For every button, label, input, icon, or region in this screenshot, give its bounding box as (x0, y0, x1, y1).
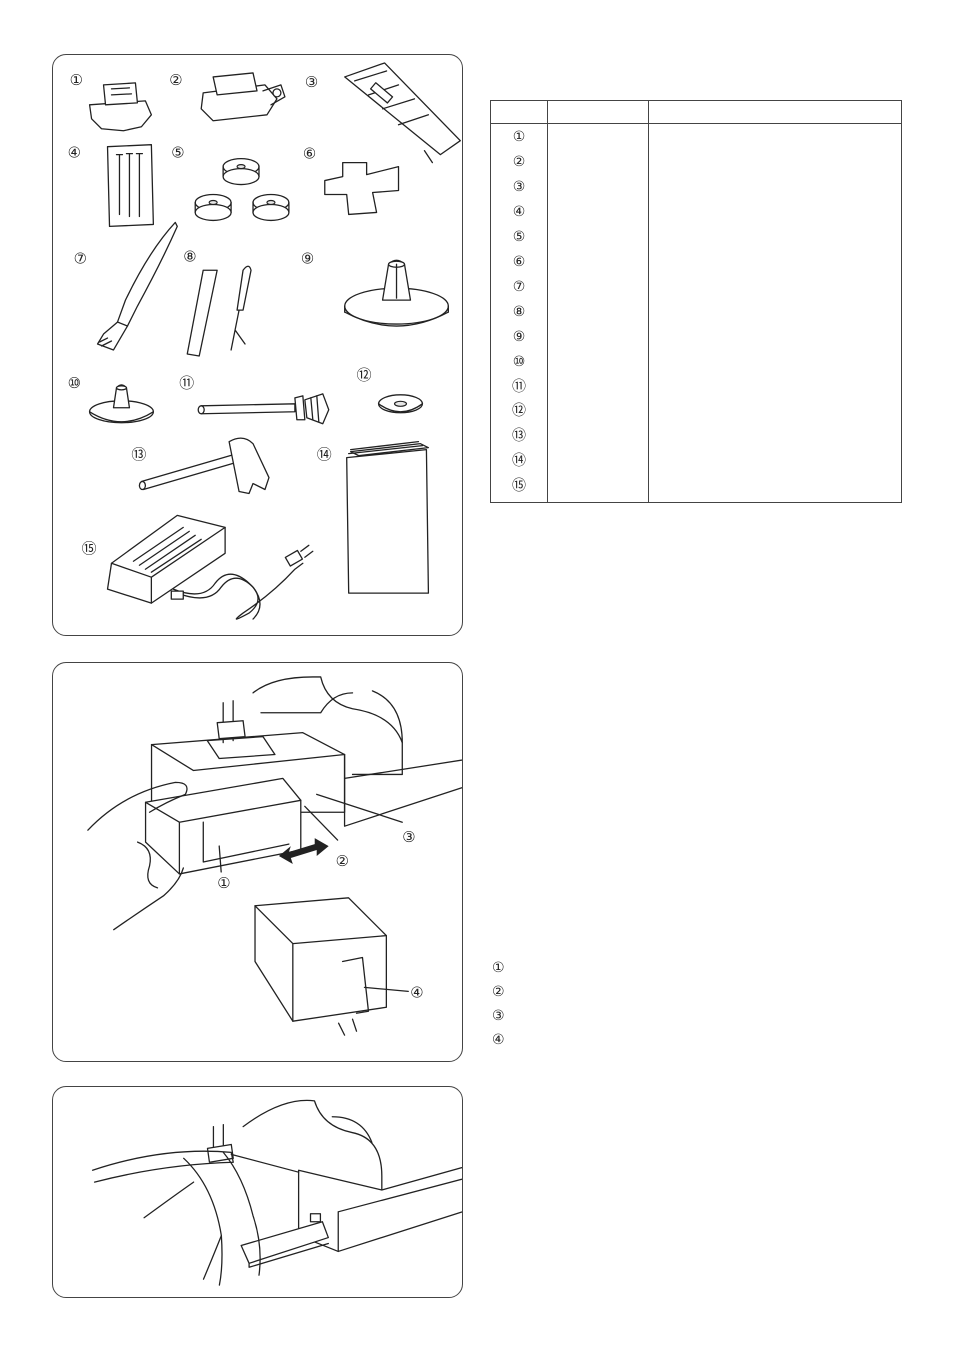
table-header-divider (491, 123, 901, 124)
direction-arrow-icon (278, 838, 329, 864)
free-arm-machine-drawing (206, 1099, 462, 1268)
spool-pin-drawing (197, 393, 330, 425)
accessory-label-4: ④ (68, 144, 81, 162)
callout-label-4: ④ (410, 983, 423, 1001)
accessories-table: ① ② ③ ④ ⑤ ⑥ ⑦ ⑧ ⑨ ⑩ ⑪ ⑫ ⑬ ⑭ ⑮ (490, 100, 902, 503)
free-arm-illustration (91, 1099, 462, 1286)
table-row-number: ⑥ (512, 254, 526, 270)
accessory-label-9: ⑨ (301, 249, 314, 267)
accessory-label-11: ⑪ (179, 374, 194, 392)
list-item: ① (492, 960, 505, 976)
zipper-foot-drawing (88, 82, 153, 132)
accessories-illustration: ① ② ③ ④ ⑤ ⑥ ⑦ ⑧ ⑨ ⑩ ⑪ ⑫ ⑬ ⑭ ⑮ (68, 62, 461, 620)
detached-extension-table-drawing (254, 897, 388, 1036)
callout-label-1: ① (217, 874, 230, 892)
callout-label-2: ② (336, 852, 349, 870)
instruction-book-drawing (346, 441, 430, 594)
table-row-number: ⑫ (512, 403, 526, 419)
table-row-number: ⑮ (512, 478, 526, 494)
table-row-number: ① (512, 129, 526, 145)
table-column-divider-1 (547, 101, 548, 502)
spool-felt-drawing (377, 394, 424, 414)
callout-leader-1 (218, 845, 222, 873)
buttonhole-foot-drawing (344, 62, 461, 164)
accessory-label-10: ⑩ (68, 374, 81, 392)
callout-leader-4 (363, 986, 409, 992)
hand-drawing (143, 1181, 222, 1280)
accessory-label-15: ⑮ (82, 539, 97, 557)
extension-table-drawing (144, 777, 302, 875)
accessory-label-5: ⑤ (171, 144, 184, 162)
callout-leader-3 (316, 793, 403, 823)
accessory-label-2: ② (169, 71, 182, 89)
lint-brush-drawing (96, 221, 178, 351)
accessory-label-6: ⑥ (303, 145, 316, 163)
accessory-label-8: ⑧ (183, 247, 196, 265)
accessory-label-1: ① (70, 71, 83, 89)
spool-holder-small-drawing (88, 384, 155, 424)
callout-leader-2 (304, 805, 339, 841)
free-arm-illustration-panel (52, 1086, 463, 1298)
callout-label-3: ③ (402, 828, 415, 846)
table-row-number: ⑨ (512, 329, 526, 345)
seam-ripper-drawing (186, 265, 252, 357)
accessory-label-13: ⑬ (131, 446, 146, 464)
accessory-label-12: ⑫ (357, 366, 372, 384)
spool-holder-large-drawing (344, 259, 449, 327)
table-row-number: ② (512, 154, 526, 170)
foot-control-drawing (106, 514, 314, 620)
table-row-number: ④ (512, 204, 526, 220)
accessories-illustration-panel: ① ② ③ ④ ⑤ ⑥ ⑦ ⑧ ⑨ ⑩ ⑪ ⑫ ⑬ ⑭ ⑮ (52, 54, 463, 636)
table-row-number: ⑬ (512, 428, 526, 444)
table-row-number: ⑪ (512, 379, 526, 395)
accessory-label-3: ③ (305, 73, 318, 91)
callout-list: ① ② ③ ④ (492, 960, 505, 1056)
extension-table-illustration-panel: ③ ② ① ④ (52, 662, 463, 1062)
list-item: ④ (492, 1032, 505, 1048)
table-row-number: ⑤ (512, 229, 526, 245)
hand-drawing (87, 781, 188, 931)
table-row-number: ⑩ (512, 354, 526, 370)
table-row-number: ⑭ (512, 453, 526, 469)
table-column-divider-2 (648, 101, 649, 502)
list-item: ③ (492, 1008, 505, 1024)
accessory-label-14: ⑭ (317, 446, 332, 464)
list-item: ② (492, 984, 505, 1000)
additional-spool-pin-drawing (138, 437, 270, 495)
satin-foot-drawing (200, 72, 286, 122)
table-row-number: ③ (512, 179, 526, 195)
screwdriver-drawing (324, 161, 400, 216)
table-row-number: ⑧ (512, 304, 526, 320)
table-row-number: ⑦ (512, 279, 526, 295)
needles-drawing (106, 144, 155, 228)
extension-table-illustration: ③ ② ① ④ (87, 676, 462, 1036)
bobbins-drawing (194, 157, 290, 222)
accessory-label-7: ⑦ (74, 249, 87, 267)
sleeve-fabric-drawing (91, 1150, 300, 1286)
